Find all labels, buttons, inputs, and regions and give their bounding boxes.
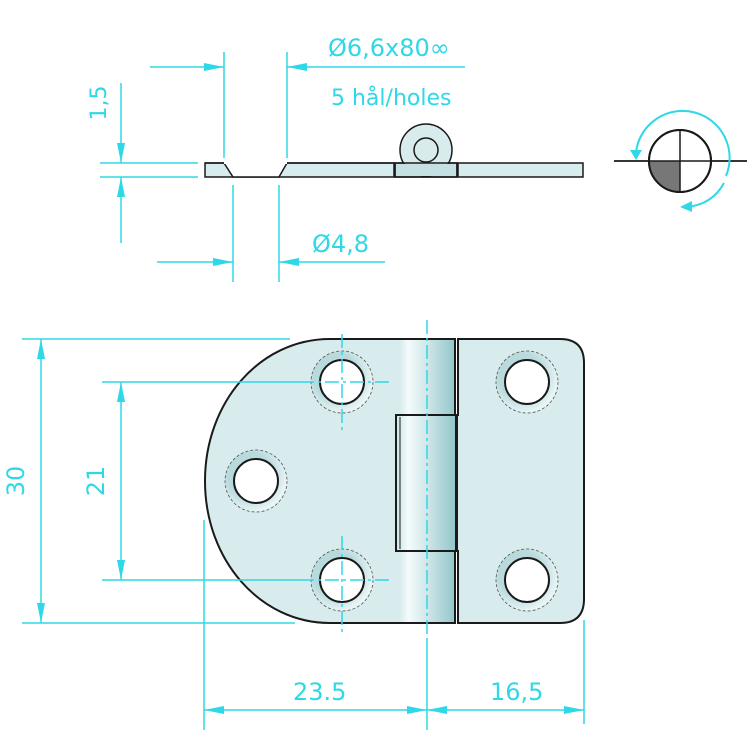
quadrant-fill — [649, 161, 680, 192]
top-view — [22, 320, 585, 730]
projection-symbol — [614, 109, 747, 212]
side-plate-right — [457, 162, 584, 178]
mounting-hole — [495, 350, 559, 414]
holes-count-label: 5 hål/holes — [331, 86, 452, 111]
hole-spacing-label: 21 — [82, 465, 110, 497]
center-lines — [300, 320, 428, 640]
right-width-label: 16,5 — [490, 678, 544, 706]
mounting-hole — [495, 548, 559, 612]
right-leaf — [456, 338, 585, 624]
countersink-dimension-label: Ø6,6x80∞ — [328, 34, 450, 62]
left-width-label: 23.5 — [293, 678, 347, 706]
hole-diameter-label: Ø4,8 — [312, 230, 370, 258]
countersink-cut — [222, 162, 289, 178]
thickness-label: 1,5 — [87, 85, 112, 121]
left-leaf — [203, 338, 456, 624]
mounting-hole — [224, 449, 288, 513]
hinge-knuckle-bottom — [400, 551, 455, 623]
height-dimension-label: 30 — [2, 465, 30, 497]
side-view — [100, 52, 584, 282]
knuckle-pin — [413, 137, 439, 163]
rotation-arrow-top — [635, 109, 731, 177]
